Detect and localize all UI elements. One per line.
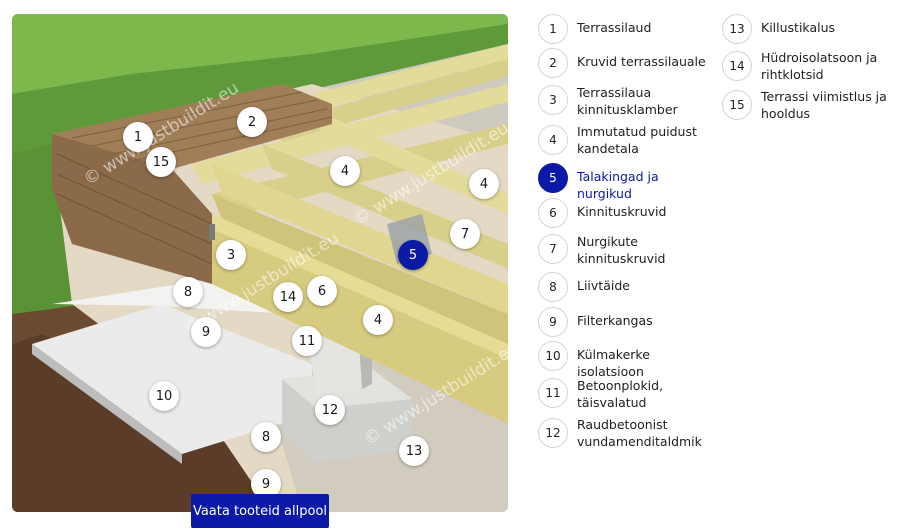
legend-number: 12 xyxy=(538,418,568,448)
legend-item-12[interactable]: 12 Raudbetoonist vundamenditaldmik xyxy=(538,417,717,450)
legend-number: 1 xyxy=(538,14,568,44)
legend-label: Liivtäide xyxy=(577,278,630,293)
diagram-marker-13[interactable]: 13 xyxy=(399,436,429,466)
legend-number: 5 xyxy=(538,163,568,193)
legend-number: 13 xyxy=(722,14,752,44)
diagram-marker-7[interactable]: 7 xyxy=(450,219,480,249)
legend-item-2[interactable]: 2 Kruvid terrassilauale xyxy=(538,48,717,78)
legend-label: Talakingad ja nurgikud xyxy=(577,169,659,201)
diagram-marker-8[interactable]: 8 xyxy=(173,277,203,307)
diagram-marker-15[interactable]: 15 xyxy=(146,147,176,177)
deck-construction-illustration: © www.justbuildit.eu © www.justbuildit.e… xyxy=(12,14,508,512)
diagram-marker-8[interactable]: 8 xyxy=(251,422,281,452)
legend-item-3[interactable]: 3 Terrassilaua kinnitusklamber xyxy=(538,85,717,118)
diagram-marker-4[interactable]: 4 xyxy=(363,305,393,335)
legend-number: 11 xyxy=(538,378,568,408)
diagram-marker-4[interactable]: 4 xyxy=(330,156,360,186)
legend-label: Kinnituskruvid xyxy=(577,204,667,219)
legend-label: Külmakerke isolatsioon xyxy=(577,347,650,379)
legend-number: 14 xyxy=(722,51,752,81)
legend-label: Killustikalus xyxy=(761,20,836,35)
legend-label: Filterkangas xyxy=(577,313,653,328)
legend-number: 9 xyxy=(538,307,568,337)
legend-number: 4 xyxy=(538,125,568,155)
diagram-marker-1[interactable]: 1 xyxy=(123,122,153,152)
legend-label: Terrassilaua kinnitusklamber xyxy=(577,85,678,117)
diagram-marker-11[interactable]: 11 xyxy=(292,326,322,356)
diagram-marker-4[interactable]: 4 xyxy=(469,169,499,199)
legend-number: 7 xyxy=(538,234,568,264)
legend-item-8[interactable]: 8 Liivtäide xyxy=(538,272,717,302)
legend-item-9[interactable]: 9 Filterkangas xyxy=(538,307,717,337)
legend-label: Terrassilaud xyxy=(577,20,652,35)
diagram-marker-12[interactable]: 12 xyxy=(315,395,345,425)
diagram-marker-10[interactable]: 10 xyxy=(149,381,179,411)
view-products-button[interactable]: Vaata tooteid allpool xyxy=(191,494,329,528)
legend-label: Hüdroisolatsoon ja rihtklotsid xyxy=(761,50,878,82)
legend-label: Immutatud puidust kandetala xyxy=(577,124,697,156)
legend-label: Terrassi viimistlus ja hooldus xyxy=(761,89,887,121)
legend-item-4[interactable]: 4 Immutatud puidust kandetala xyxy=(538,124,717,157)
legend-item-15[interactable]: 15 Terrassi viimistlus ja hooldus xyxy=(722,89,901,122)
diagram-marker-2[interactable]: 2 xyxy=(237,107,267,137)
legend-number: 15 xyxy=(722,90,752,120)
legend-label: Kruvid terrassilauale xyxy=(577,54,706,69)
legend-item-5[interactable]: 5 Talakingad ja nurgikud xyxy=(538,163,717,202)
legend-number: 8 xyxy=(538,272,568,302)
legend-label: Nurgikute kinnituskruvid xyxy=(577,234,666,266)
diagram-marker-6[interactable]: 6 xyxy=(307,276,337,306)
diagram-marker-9[interactable]: 9 xyxy=(191,317,221,347)
legend-number: 3 xyxy=(538,85,568,115)
legend-item-14[interactable]: 14 Hüdroisolatsoon ja rihtklotsid xyxy=(722,50,901,83)
diagram-marker-3[interactable]: 3 xyxy=(216,240,246,270)
legend-number: 10 xyxy=(538,341,568,371)
legend-item-10[interactable]: 10 Külmakerke isolatsioon xyxy=(538,341,717,380)
legend-label: Raudbetoonist vundamenditaldmik xyxy=(577,417,702,449)
diagram-marker-14[interactable]: 14 xyxy=(273,282,303,312)
legend-item-13[interactable]: 13 Killustikalus xyxy=(722,14,901,44)
legend-item-11[interactable]: 11 Betoonplokid, täisvalatud xyxy=(538,378,717,411)
legend-item-1[interactable]: 1 Terrassilaud xyxy=(538,14,717,44)
legend-number: 6 xyxy=(538,198,568,228)
legend-item-6[interactable]: 6 Kinnituskruvid xyxy=(538,198,717,228)
legend-number: 2 xyxy=(538,48,568,78)
diagram-marker-5[interactable]: 5 xyxy=(398,240,428,270)
legend-label: Betoonplokid, täisvalatud xyxy=(577,378,664,410)
legend-item-7[interactable]: 7 Nurgikute kinnituskruvid xyxy=(538,234,717,267)
